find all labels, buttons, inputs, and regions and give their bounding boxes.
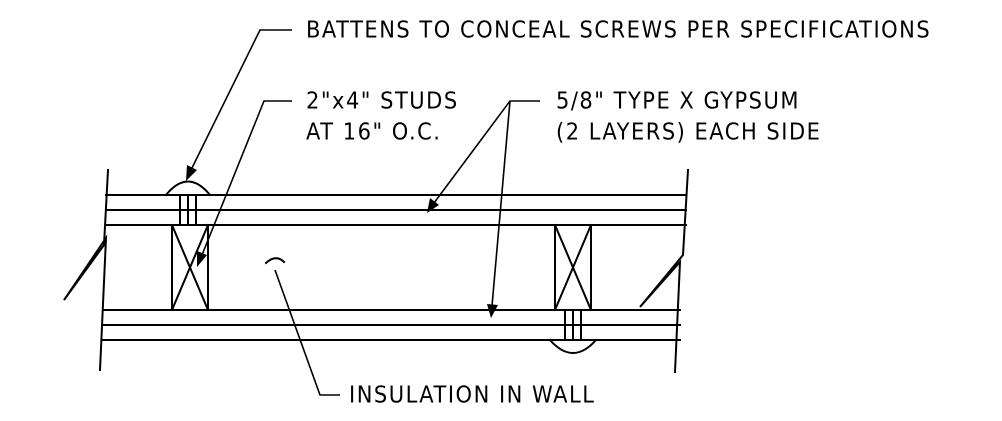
label-insulation: INSULATION IN WALL <box>349 382 596 408</box>
stud-right <box>553 223 593 312</box>
label-studs-line1: 2"x4" STUDS <box>306 88 459 114</box>
stud-left <box>170 223 210 312</box>
insulation-mark <box>264 257 286 265</box>
batten-top <box>164 180 212 226</box>
label-gypsum-line2: (2 LAYERS) EACH SIDE <box>556 119 822 145</box>
bottom-gypsum-layers <box>102 309 681 341</box>
label-battens: BATTENS TO CONCEAL SCREWS PER SPECIFICAT… <box>306 17 932 43</box>
label-gypsum-line1: 5/8" TYPE X GYPSUM <box>556 88 800 114</box>
label-studs-line2: AT 16" O.C. <box>306 119 442 145</box>
top-gypsum-layers <box>105 194 687 226</box>
leader-studs <box>197 100 292 267</box>
leader-insulation <box>274 269 340 396</box>
leader-gypsum <box>427 100 540 318</box>
leader-battens <box>186 29 292 181</box>
wall-edge-left <box>63 168 110 372</box>
wall-edge-right <box>639 168 690 374</box>
batten-bottom <box>548 309 598 354</box>
